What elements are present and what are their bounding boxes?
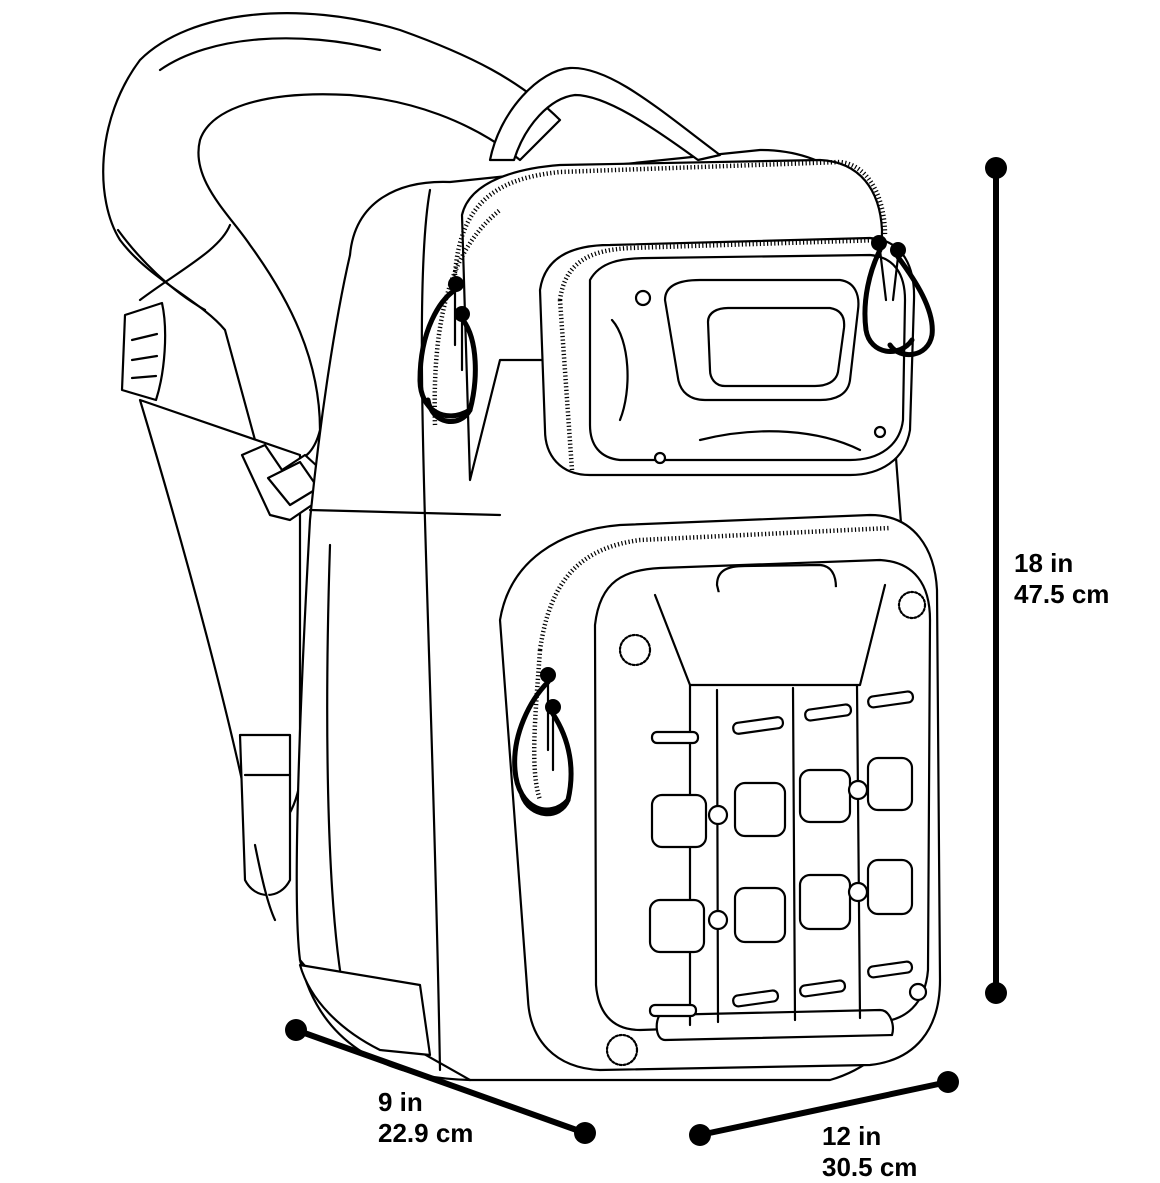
width-dimension-line xyxy=(689,1071,959,1146)
lower-pocket xyxy=(498,513,942,1072)
height-bottom-endpoint xyxy=(985,982,1007,1004)
depth-dimension-line xyxy=(285,1019,596,1144)
height-dimension-line xyxy=(985,157,1007,1004)
depth-metric: 22.9 cm xyxy=(378,1118,474,1148)
depth-imperial: 9 in xyxy=(378,1087,423,1117)
depth-right-endpoint xyxy=(574,1122,596,1144)
height-metric: 47.5 cm xyxy=(1014,579,1110,609)
rivets xyxy=(605,590,928,1067)
depth-label: 9 in 22.9 cm xyxy=(378,1087,473,1149)
zipper-pulls xyxy=(417,235,935,817)
shoulder-strap xyxy=(102,12,562,922)
molle-slots xyxy=(648,690,915,1018)
height-label: 18 in 47.5 cm xyxy=(1014,548,1109,610)
width-right-endpoint xyxy=(937,1071,959,1093)
upper-pocket xyxy=(538,236,916,477)
height-top-endpoint xyxy=(985,157,1007,179)
height-imperial: 18 in xyxy=(1014,548,1074,578)
width-label: 12 in 30.5 cm xyxy=(822,1121,917,1183)
width-metric: 30.5 cm xyxy=(822,1152,918,1182)
width-imperial: 12 in xyxy=(822,1121,882,1151)
depth-left-endpoint xyxy=(285,1019,307,1041)
width-left-endpoint xyxy=(689,1124,711,1146)
